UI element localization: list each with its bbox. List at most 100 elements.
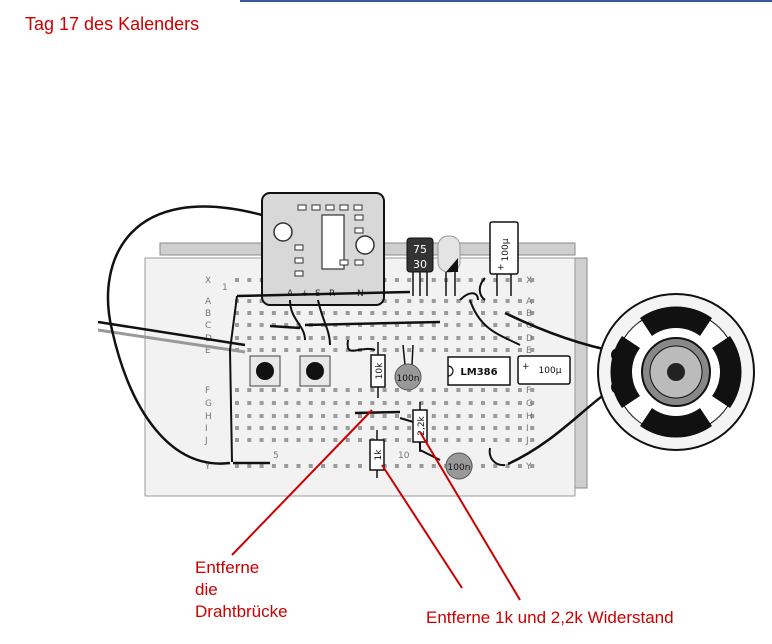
row-label-right: J [525,436,529,446]
board-hole [456,299,461,303]
wire-cable-black [97,320,246,347]
board-hole [517,323,522,327]
board-hole [530,278,535,282]
board-hole [444,414,449,418]
board-hole [517,336,522,340]
board-hole [308,401,313,405]
wire-curve-1 [289,299,306,341]
row-label-right: A [526,297,533,307]
board-hole [382,426,387,430]
board-hole [333,311,338,315]
board-hole [370,323,375,327]
board-hole [296,426,301,430]
board-hole [530,401,535,405]
board-hole [505,414,510,418]
board-hole [456,278,461,282]
row-label-left: G [205,399,212,409]
board-hole [468,438,473,442]
board-hole [505,348,510,352]
board-hole [284,426,289,430]
board-hole [419,401,424,405]
board-hole [505,438,510,442]
audio-cable-grey [97,328,246,354]
board-hole [259,336,264,340]
row-label-left: B [205,309,211,319]
board-hole [530,438,535,442]
board-hole [333,401,338,405]
module-pad [294,257,304,264]
wire-top-horizontal [236,290,411,298]
board-hole [321,401,326,405]
board-hole [517,414,522,418]
board-hole [493,426,498,430]
board-hole [517,278,522,282]
row-label-right: E [526,346,532,356]
board-hole [271,438,276,442]
board-hole [308,336,313,340]
board-hole [493,438,498,442]
board-hole [235,336,239,340]
regulator-label-bottom: 30 [413,258,427,271]
board-hole [247,299,252,303]
board-hole [419,323,424,327]
board-hole [394,348,399,352]
board-hole [394,464,399,468]
board-hole [235,278,239,282]
module-hole-left [273,222,293,242]
top-border-line [240,0,772,2]
ceramic-cap-2-label: 100n [448,463,471,473]
speaker [597,293,755,451]
row-label-left: F [205,386,210,396]
row-label-left: H [205,412,212,422]
board-hole [394,323,399,327]
row-label-left: C [205,321,211,331]
board-hole [259,414,264,418]
board-hole [468,323,473,327]
board-hole [296,348,301,352]
board-hole [382,336,387,340]
board-hole [468,278,473,282]
board-hole [345,401,350,405]
row-label-right: B [526,309,532,319]
row-label-right: I [526,424,529,434]
board-hole [505,299,510,303]
ceramic-cap-1-legs [402,344,414,366]
module-ic [321,214,345,270]
board-hole [333,438,338,442]
board-hole [333,414,338,418]
board-hole [370,426,375,430]
board-hole [431,278,436,282]
page-title: Tag 17 des Kalenders [25,14,200,34]
board-hole [517,311,522,315]
board-hole [481,414,485,418]
board-hole [259,299,264,303]
board-hole [431,388,436,392]
board-hole [505,401,510,405]
board-hole [493,388,498,392]
board-hole [235,464,239,468]
board-hole [505,323,510,327]
annotation-resistors: Entferne 1k und 2,2k Widerstand [426,608,674,627]
wire-middle [304,320,441,327]
board-hole [308,388,313,392]
board-hole [517,299,522,303]
row-label-right: Y [525,462,532,472]
annotation-line-1k [381,464,463,589]
board-hole [493,348,498,352]
board-hole [419,348,424,352]
annotation-wire-bridge: Entferne die Drahtbrücke [195,557,288,623]
board-hole [284,401,289,405]
board-hole [345,438,350,442]
board-hole [530,348,535,352]
electrolytic-cap-top-label: 100µ [501,238,511,261]
board-hole [407,323,412,327]
board-hole [259,438,264,442]
board-hole [431,464,436,468]
board-hole [370,414,375,418]
board-hole [247,438,252,442]
board-hole [321,438,326,442]
board-hole [444,336,449,340]
board-hole [431,348,436,352]
annotation-line-2k2 [419,431,521,601]
